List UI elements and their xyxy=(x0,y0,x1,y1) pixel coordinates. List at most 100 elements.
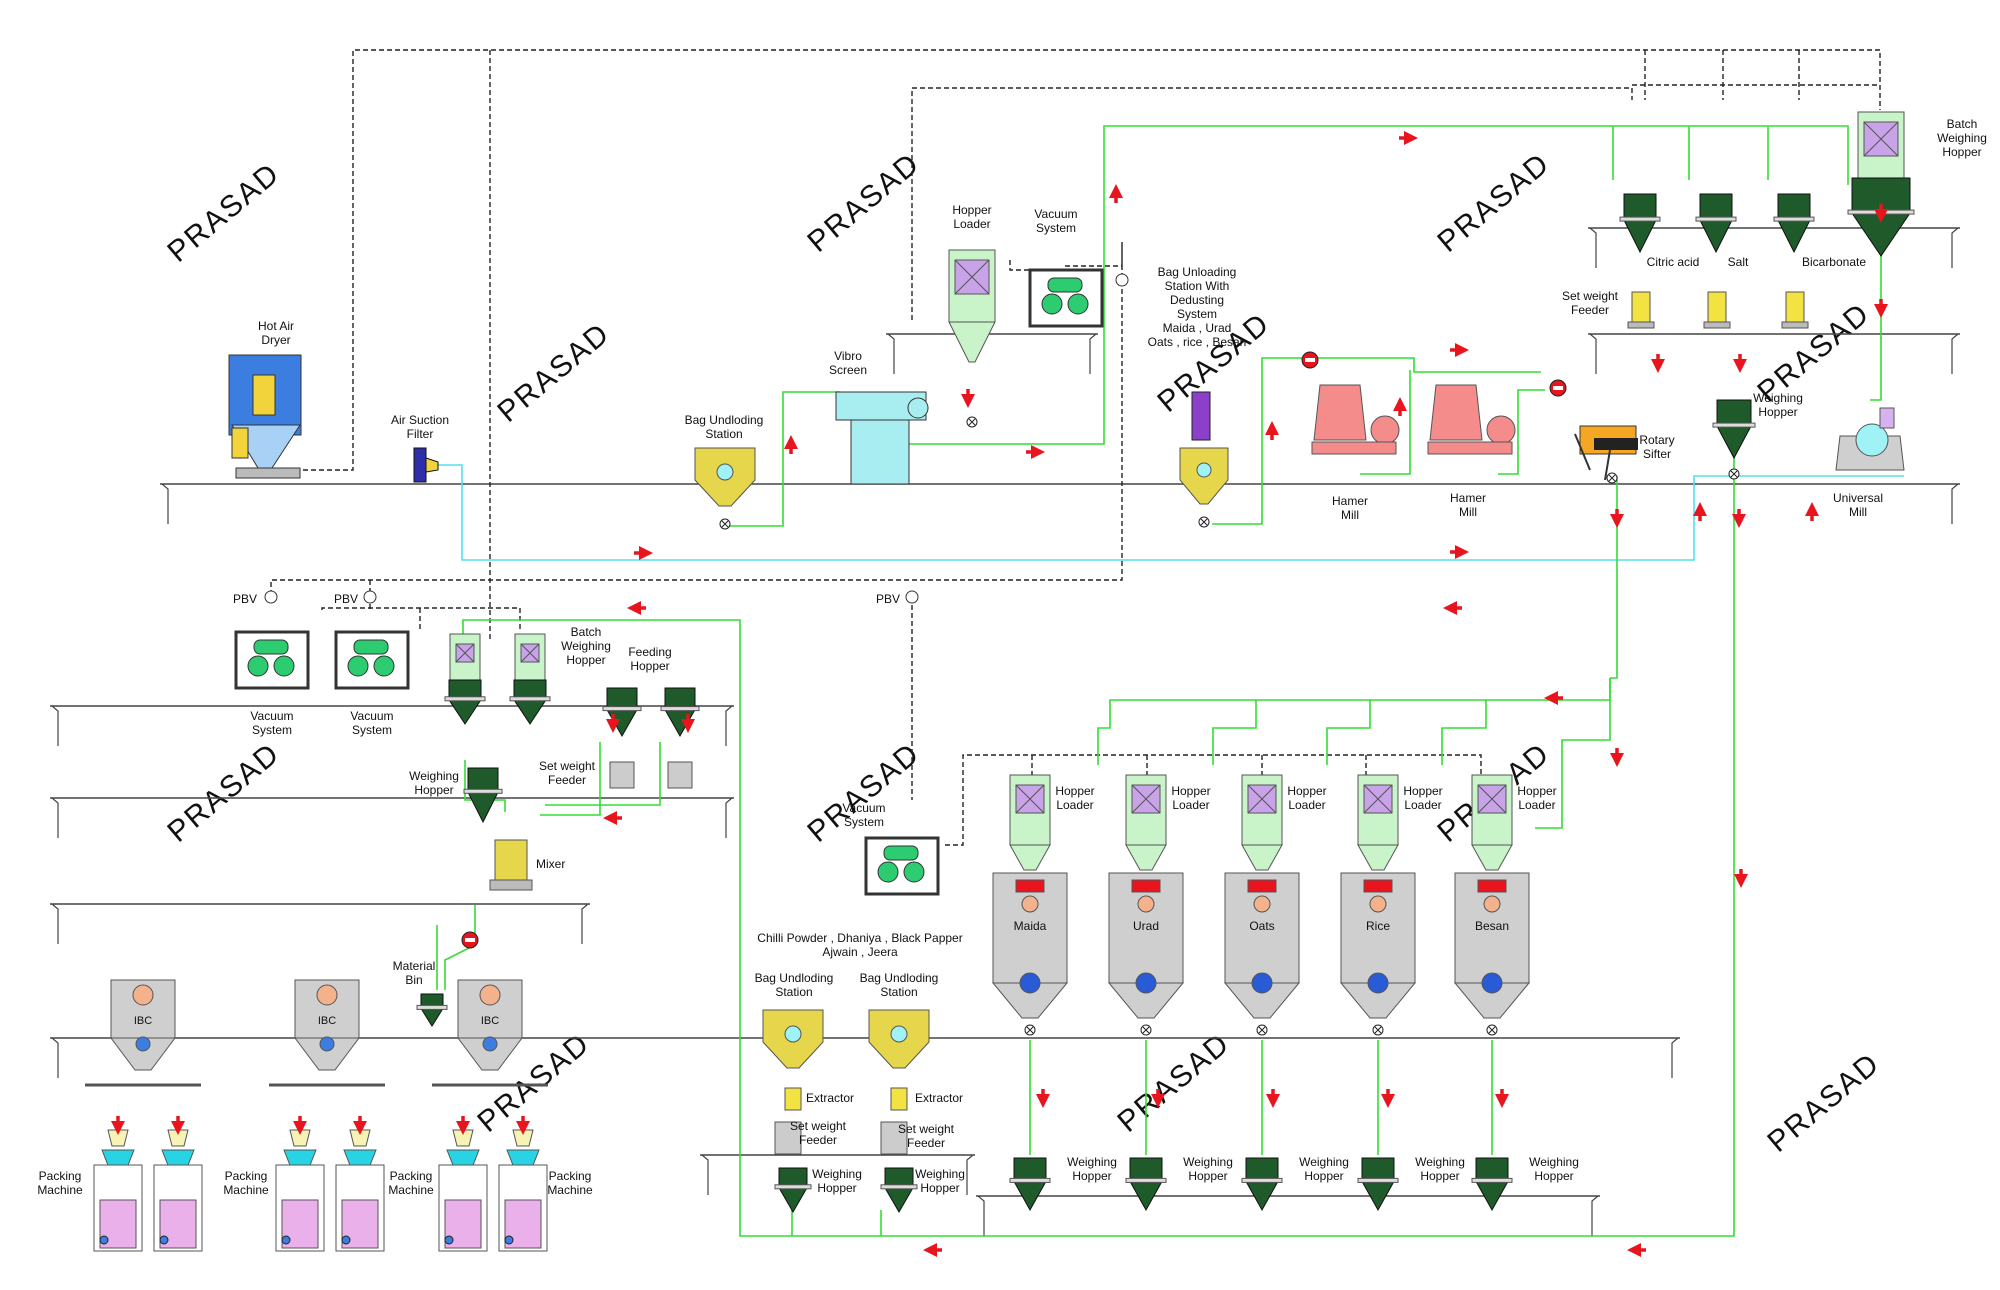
vacuum-pump xyxy=(903,861,925,883)
label-line: Dryer xyxy=(261,333,290,347)
diverter-valve xyxy=(461,931,479,949)
floor-leg xyxy=(51,903,59,944)
valve-cross xyxy=(1026,1026,1034,1034)
label-line: Mill xyxy=(1341,508,1359,522)
product-line xyxy=(1870,338,1882,401)
label-line: Bag Unloading xyxy=(1158,265,1237,279)
product-line xyxy=(900,125,1849,445)
bag-unloading-station-1 xyxy=(694,447,756,507)
label-line: Hopper xyxy=(1942,145,1981,159)
hopper-loader-silo xyxy=(1241,774,1283,846)
valve-cross xyxy=(968,418,976,426)
floor-platform xyxy=(1588,333,1960,374)
rotary-valve xyxy=(1486,1024,1498,1036)
hopper-cone xyxy=(513,699,547,725)
prasad-watermark: PRASAD xyxy=(491,317,616,429)
label-line: Batch xyxy=(1947,117,1978,131)
ibc-unit xyxy=(269,979,385,1087)
label-line: Bin xyxy=(405,973,422,987)
label-line: Bag Undloding xyxy=(685,413,764,427)
floor-leg xyxy=(1089,333,1097,374)
vacuum-pump xyxy=(373,655,395,677)
floor-leg xyxy=(51,1037,59,1078)
mixer-body xyxy=(494,839,528,881)
label-line: Weighing xyxy=(1937,131,1987,145)
label-line: Station With xyxy=(1165,279,1230,293)
floor-leg xyxy=(1671,1037,1679,1078)
weighing-hopper-silo xyxy=(1357,1157,1399,1212)
loader-cross xyxy=(1363,784,1393,814)
packing-machine xyxy=(498,1129,548,1252)
packing-machine xyxy=(93,1129,143,1252)
label-line: Hopper xyxy=(1304,1169,1343,1183)
pack-feeder xyxy=(289,1129,311,1147)
hopper-cone xyxy=(467,791,499,824)
bag-unloading-dedust xyxy=(1179,391,1229,505)
rotary-valve xyxy=(966,416,978,428)
label-line: Feeding xyxy=(628,645,671,659)
label-line: Feeder xyxy=(548,773,586,787)
ibc-cone xyxy=(294,1037,360,1071)
label-line: System xyxy=(1177,307,1217,321)
label-line: Hopper xyxy=(1758,405,1797,419)
label-line: Air Suction xyxy=(391,413,449,427)
label-line: Weighing xyxy=(915,1167,965,1181)
hopper-body xyxy=(1777,193,1811,221)
umill-cyclone xyxy=(1879,407,1895,429)
label-line: Loader xyxy=(1288,798,1325,812)
bag-station-window xyxy=(784,1025,802,1043)
ibc-top-port xyxy=(132,984,154,1006)
dedust-filter xyxy=(1191,391,1211,441)
ibc-top-port xyxy=(316,984,338,1006)
silo-cone xyxy=(1223,982,1301,1019)
label-line: Loader xyxy=(1172,798,1209,812)
pbv-valve xyxy=(264,590,278,604)
floor-leg xyxy=(1589,333,1597,374)
hopper-body xyxy=(1245,1157,1279,1182)
label-line: System xyxy=(252,723,292,737)
floor-leg xyxy=(1951,227,1959,268)
hammer-mill xyxy=(1311,384,1400,455)
hopper-body xyxy=(1699,193,1733,221)
valve-cross xyxy=(721,520,729,528)
hopper-flange xyxy=(602,706,642,712)
label-line: Set weight xyxy=(1562,289,1619,303)
label-line: Loader xyxy=(1518,798,1555,812)
label-line: PBV xyxy=(876,592,900,606)
hopper-flange xyxy=(1695,216,1737,222)
loader-cross xyxy=(1477,784,1507,814)
product-line xyxy=(1610,476,1618,679)
label-line: Hopper xyxy=(920,1181,959,1195)
product-line xyxy=(1535,678,1611,829)
hopper-flange xyxy=(1712,422,1756,428)
label-line: System xyxy=(352,723,392,737)
vacuum-system-1 xyxy=(234,630,310,690)
label-line: Loader xyxy=(1056,798,1093,812)
product-line xyxy=(1360,370,1411,475)
hopper-flange xyxy=(1773,216,1815,222)
silo-cone xyxy=(1339,982,1417,1019)
mill-base xyxy=(1311,441,1397,455)
label-line: Loader xyxy=(953,217,990,231)
ibc-label: IBC xyxy=(318,1015,336,1027)
valve-cross xyxy=(1142,1026,1150,1034)
product-line xyxy=(1498,389,1545,475)
label-line: Hamer xyxy=(1332,494,1368,508)
product-line xyxy=(545,742,661,806)
label-line: Hopper xyxy=(1534,1169,1573,1183)
hopper-loader-top xyxy=(948,249,996,323)
floor-leg xyxy=(977,1195,985,1236)
dryer-body xyxy=(228,354,302,436)
label-line: Packing xyxy=(39,1169,82,1183)
feeder-base xyxy=(1627,321,1655,329)
